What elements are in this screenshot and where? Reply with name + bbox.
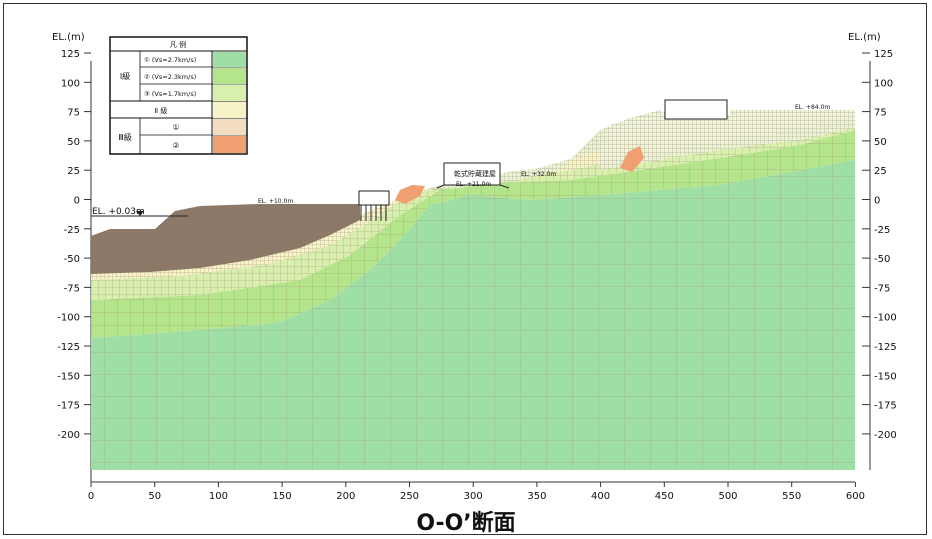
legend-class3: Ⅲ級 [118, 132, 132, 142]
layer-class3-1 [91, 204, 360, 274]
legend-swatch-3 [213, 85, 246, 101]
legend-class2: Ⅱ 級 [155, 106, 168, 115]
left-tick-label: 100 [61, 78, 80, 89]
layer-class1-vs23 [91, 130, 855, 338]
left-tick-label: 125 [61, 49, 80, 60]
legend-swatch-5 [213, 119, 246, 135]
bottom-tick-label: 100 [209, 491, 228, 502]
layer-upper-slope [395, 110, 855, 205]
legend-row5: ① [172, 123, 179, 132]
left-tick-label: 50 [67, 137, 80, 148]
left-tick-label: -150 [57, 371, 80, 382]
legend: 凡 例 Ⅰ級 ① (Vs=2.7km/s) ② (Vs=2.3km/s) ③ (… [109, 36, 248, 155]
right-tick-label: 125 [874, 49, 893, 60]
right-tick-label: -50 [874, 254, 890, 265]
legend-row2: ② (Vs=2.3km/s) [144, 73, 196, 81]
legend-swatch-4 [213, 102, 246, 118]
right-tick-label: -75 [874, 283, 890, 294]
bottom-tick-label: 200 [336, 491, 355, 502]
right-tick-label: 75 [874, 108, 887, 119]
annotation-el32: EL. +32.0m [521, 171, 556, 178]
legend-row6: ② [172, 141, 179, 150]
annotation-building: 乾式貯蔵建屋 [454, 169, 496, 178]
legend-title: 凡 例 [170, 40, 186, 49]
right-tick-label: -100 [874, 313, 897, 324]
right-tick-label: -200 [874, 430, 897, 441]
structure-top [664, 99, 728, 120]
figure-frame [3, 3, 927, 535]
layer-class3-2 [395, 146, 644, 204]
bottom-tick-label: 350 [527, 491, 546, 502]
left-tick-label: 25 [67, 166, 80, 177]
left-tick-label: -125 [57, 342, 80, 353]
legend-row1: ① (Vs=2.7km/s) [144, 56, 196, 64]
right-tick-label: 0 [874, 196, 880, 207]
bottom-tick-label: 150 [273, 491, 292, 502]
structure-left [358, 190, 390, 221]
bottom-tick-label: 450 [655, 491, 674, 502]
layer-class1-vs27 [91, 160, 855, 470]
left-tick-label: 0 [74, 196, 80, 207]
annotation-el21: EL. +21.0m [456, 181, 491, 188]
bottom-tick-label: 600 [846, 491, 865, 502]
right-tick-label: -175 [874, 401, 897, 412]
left-tick-label: -175 [57, 401, 80, 412]
annotation-sea-level: EL. +0.03m [92, 207, 145, 217]
annotation-el84: EL. +84.0m [795, 104, 830, 111]
left-tick-label: -75 [64, 283, 80, 294]
section-caption: O-O’断面 [416, 511, 516, 536]
right-axis-unit: EL.(m) [848, 32, 881, 43]
left-tick-label: -25 [64, 225, 80, 236]
right-tick-label: -150 [874, 371, 897, 382]
right-tick-label: -125 [874, 342, 897, 353]
left-axis-unit: EL.(m) [52, 32, 85, 43]
layer-class1-vs17 [91, 120, 855, 300]
structure-building [436, 162, 510, 189]
left-tick-label: 75 [67, 108, 80, 119]
annotation-el10: EL. +10.0m [258, 198, 293, 205]
bottom-tick-label: 550 [782, 491, 801, 502]
legend-swatch-1 [213, 52, 246, 67]
legend-swatch-6 [213, 136, 246, 153]
left-tick-label: -100 [57, 313, 80, 324]
legend-row3: ③ (Vs=1.7km/s) [144, 90, 196, 98]
legend-class1: Ⅰ級 [120, 71, 130, 81]
right-tick-label: -25 [874, 225, 890, 236]
sea-level-marker [91, 211, 188, 217]
bottom-tick-label: 250 [400, 491, 419, 502]
bottom-tick-label: 500 [718, 491, 737, 502]
bottom-tick-label: 300 [464, 491, 483, 502]
left-tick-label: -200 [57, 430, 80, 441]
bottom-tick-label: 400 [591, 491, 610, 502]
right-tick-label: 50 [874, 137, 887, 148]
bottom-tick-label: 50 [148, 491, 161, 502]
legend-swatch-2 [213, 68, 246, 84]
bottom-tick-label: 0 [88, 491, 94, 502]
right-tick-label: 100 [874, 78, 893, 89]
left-tick-label: -50 [64, 254, 80, 265]
right-tick-label: 25 [874, 166, 887, 177]
